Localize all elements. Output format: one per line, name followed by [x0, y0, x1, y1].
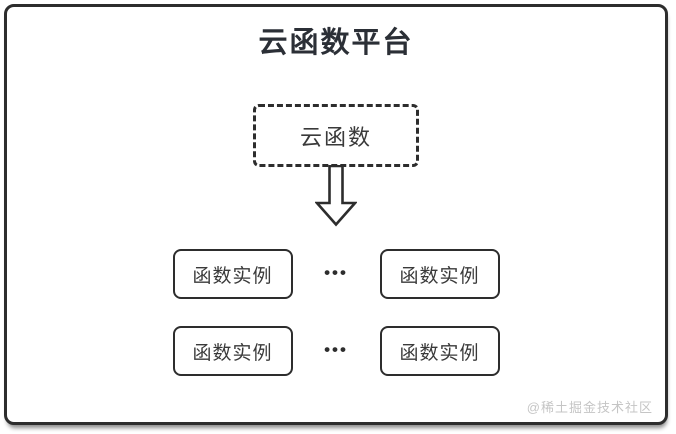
ellipsis-dots: •••	[324, 262, 348, 282]
function-instance-label: 函数实例	[399, 265, 480, 287]
instance-row: 函数实例 ••• 函数实例	[172, 326, 500, 376]
ellipsis-dots: •••	[324, 339, 348, 359]
function-instance-node: 函数实例	[379, 326, 500, 376]
function-instance-label: 函数实例	[192, 342, 273, 364]
platform-frame: 云函数平台 云函数 函数实例 ••• 函数实例 函数实例 ••• 函数实例 @稀…	[4, 4, 668, 425]
function-instance-node: 函数实例	[172, 326, 293, 376]
diagram-title: 云函数平台	[258, 27, 414, 59]
function-instance-label: 函数实例	[192, 265, 273, 287]
watermark: @稀土掘金技术社区	[526, 400, 653, 415]
down-arrow-icon	[315, 165, 357, 227]
instance-row: 函数实例 ••• 函数实例	[172, 249, 500, 299]
function-instance-label: 函数实例	[399, 342, 480, 364]
cloud-function-label: 云函数	[299, 124, 372, 150]
function-instance-node: 函数实例	[172, 249, 293, 299]
cloud-function-node: 云函数	[253, 104, 419, 167]
function-instance-node: 函数实例	[379, 249, 500, 299]
